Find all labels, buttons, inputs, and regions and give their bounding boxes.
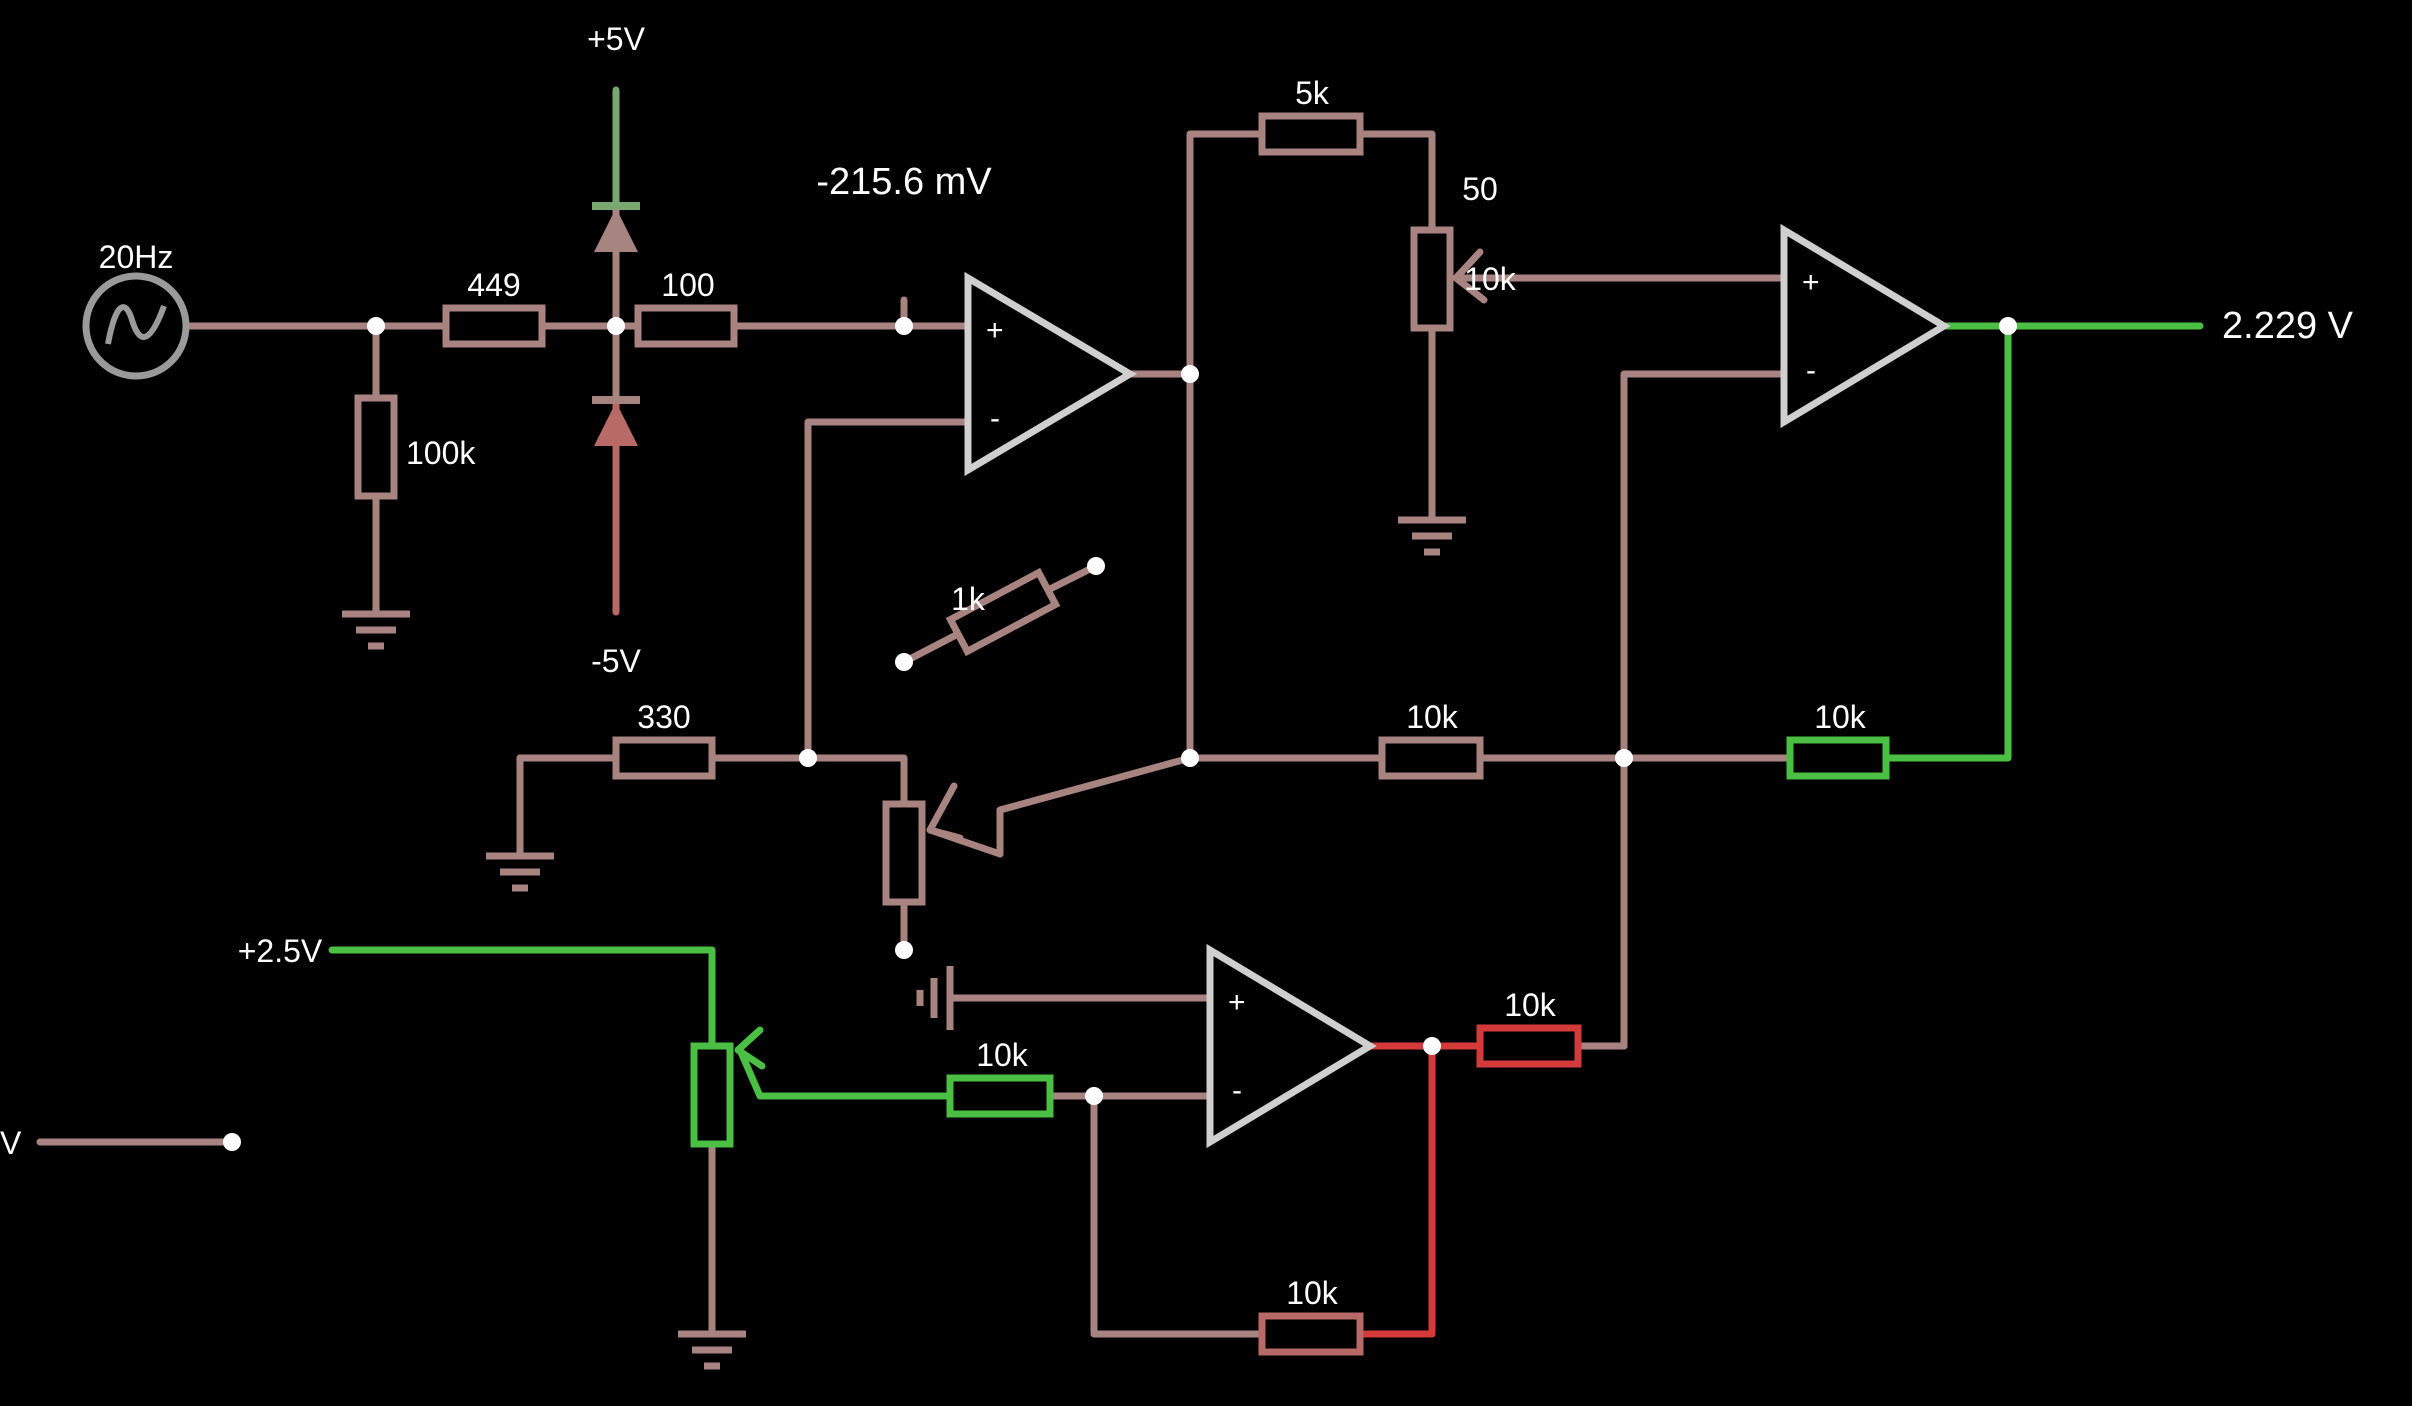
- wire-plus2v5[interactable]: [328, 946, 716, 1050]
- ground-icon: [342, 610, 410, 650]
- resistor-10k-a-label: 10k: [1406, 699, 1459, 735]
- pot-bottom-wiper-arrow: [734, 1026, 766, 1070]
- resistor-330[interactable]: [612, 736, 716, 780]
- opamp-3-minus-sign: -: [1232, 1074, 1242, 1107]
- resistor-10k-d-label: 10k: [1504, 987, 1557, 1023]
- wire-opamp3-fb-bottom[interactable]: [1090, 1092, 1266, 1338]
- junction-dot[interactable]: [1615, 749, 1633, 767]
- opamp-2[interactable]: [1780, 223, 1951, 429]
- junction-dot[interactable]: [223, 1133, 241, 1151]
- opamp-1-plus-sign: +: [986, 314, 1004, 347]
- source-frequency-label: 20Hz: [99, 239, 174, 275]
- probe-voltage-readout: -215.6 mV: [816, 161, 992, 203]
- opamp-3-plus-sign: +: [1228, 986, 1246, 1019]
- wire-to-r5k[interactable]: [1186, 130, 1264, 378]
- wire-opamp3-fb-right[interactable]: [1356, 1042, 1436, 1338]
- junction-dot[interactable]: [367, 317, 385, 335]
- wire-opamp2-minus[interactable]: [1620, 370, 1784, 1050]
- potentiometer-bottom[interactable]: [690, 1042, 734, 1148]
- resistors: [354, 112, 1890, 1356]
- resistor-10k-a[interactable]: [1378, 736, 1484, 780]
- junction-dot[interactable]: [799, 749, 817, 767]
- potentiometers: [690, 226, 1488, 1148]
- resistor-10k-b-label: 10k: [1814, 699, 1867, 735]
- junction-dot[interactable]: [1181, 749, 1199, 767]
- labels: 20Hz +5V -5V 449 100 100k -215.6 mV 5k 5…: [0, 21, 2354, 1311]
- junction-dot[interactable]: [1423, 1037, 1441, 1055]
- junctions: [223, 317, 2017, 1151]
- wire-node-to-pot2[interactable]: [804, 754, 908, 808]
- diode-bottom[interactable]: [594, 402, 638, 446]
- opamp-2-minus-sign: -: [1806, 354, 1816, 387]
- resistor-449-label: 449: [467, 267, 520, 303]
- resistor-10k-c-label: 10k: [976, 1037, 1029, 1073]
- left-edge-voltage-label: V: [0, 1125, 22, 1161]
- ground-icon: [1398, 516, 1466, 556]
- pot-top-wiper-arrow: [1452, 248, 1488, 304]
- supply-negative-label: -5V: [591, 643, 641, 679]
- resistor-5k[interactable]: [1258, 112, 1364, 156]
- resistor-10k-c[interactable]: [946, 1074, 1054, 1118]
- resistor-100[interactable]: [634, 304, 738, 348]
- resistor-1k-label: 1k: [951, 581, 986, 617]
- pot-middle-wiper-lead: [926, 826, 1004, 858]
- junction-dot[interactable]: [1085, 1087, 1103, 1105]
- resistor-10k-b[interactable]: [1786, 736, 1890, 780]
- potentiometer-middle[interactable]: [882, 800, 926, 906]
- resistor-5k-label: 5k: [1295, 75, 1330, 111]
- opamp-3[interactable]: [1206, 943, 1377, 1149]
- opamp-1[interactable]: [964, 271, 1137, 477]
- potentiometer-top[interactable]: [1410, 226, 1454, 332]
- junction-dot[interactable]: [607, 317, 625, 335]
- junction-dot[interactable]: [895, 653, 913, 671]
- resistor-330-label: 330: [637, 699, 690, 735]
- diode-top[interactable]: [594, 208, 638, 252]
- supply-positive-label: +5V: [587, 21, 645, 57]
- resistor-1k[interactable]: [945, 567, 1061, 657]
- resistor-100k[interactable]: [354, 394, 398, 500]
- opamps: + - + - + -: [964, 223, 1951, 1149]
- junction-dot[interactable]: [1999, 317, 2017, 335]
- resistor-100-label: 100: [661, 267, 714, 303]
- potentiometer-top-value-label: 50: [1462, 171, 1498, 207]
- junction-dot[interactable]: [895, 941, 913, 959]
- wire-pot3-wiper[interactable]: [736, 1046, 954, 1100]
- resistor-449[interactable]: [442, 304, 546, 348]
- ground-icon: [678, 1330, 746, 1370]
- grounds: [342, 516, 1466, 1370]
- ac-source[interactable]: [82, 272, 190, 380]
- junction-dot[interactable]: [895, 317, 913, 335]
- sine-wave-icon: [105, 304, 167, 345]
- resistor-10k-e-label: 10k: [1286, 1275, 1339, 1311]
- ground-icon: [486, 852, 554, 892]
- wire-opamp1-minus[interactable]: [804, 418, 972, 762]
- reference-voltage-label: +2.5V: [238, 933, 323, 969]
- wire-1k-left-lead[interactable]: [900, 630, 962, 666]
- wire-pot2-wiper[interactable]: [996, 754, 1194, 858]
- ground-icon: [916, 966, 954, 1030]
- diodes: [592, 202, 640, 446]
- junction-dot[interactable]: [1181, 365, 1199, 383]
- wire-feedback-green[interactable]: [1882, 322, 2012, 762]
- potentiometer-top-resistance-label: 10k: [1464, 261, 1517, 297]
- resistor-10k-e[interactable]: [1258, 1312, 1364, 1356]
- resistor-10k-d[interactable]: [1476, 1024, 1582, 1068]
- wire-r5k-to-pot1[interactable]: [1356, 130, 1436, 234]
- opamp-2-plus-sign: +: [1802, 266, 1820, 299]
- junction-dot[interactable]: [1087, 557, 1105, 575]
- output-voltage-readout: 2.229 V: [2222, 305, 2354, 347]
- wires: [36, 86, 2204, 1338]
- opamp-1-minus-sign: -: [990, 402, 1000, 435]
- resistor-100k-label: 100k: [406, 435, 476, 471]
